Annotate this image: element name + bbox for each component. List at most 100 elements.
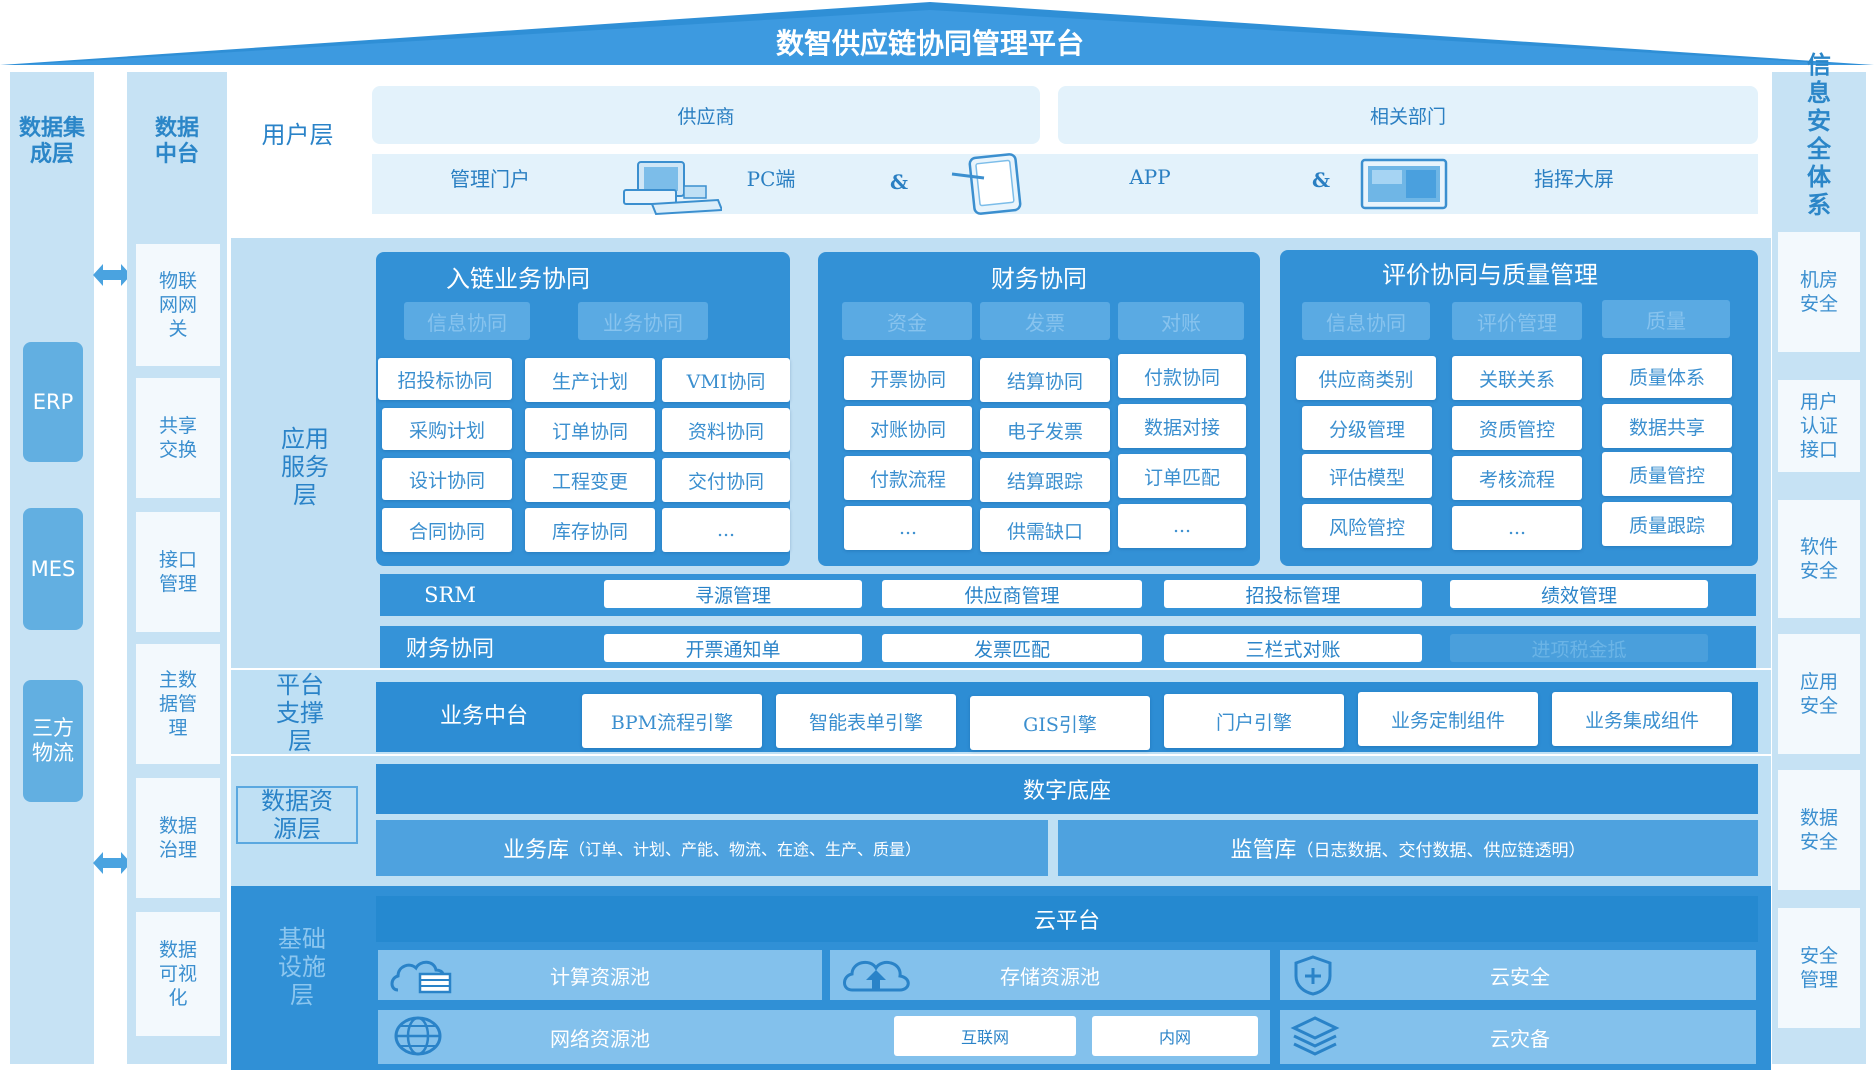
- engineering-change-button[interactable]: 工程变更: [525, 458, 655, 502]
- e-invoice-button[interactable]: 电子发票: [980, 408, 1110, 452]
- compute-pool-box[interactable]: [378, 950, 822, 1000]
- supply-gap-button[interactable]: 供需缺口: [980, 508, 1110, 552]
- related-dept-box[interactable]: 相关部门: [1058, 86, 1758, 144]
- performance-management-button[interactable]: 绩效管理: [1450, 580, 1708, 608]
- master-data-item[interactable]: 主数据管理: [136, 644, 220, 764]
- security-title: 信息安全体系: [1807, 51, 1831, 219]
- inventory-sync-button[interactable]: 库存协同: [525, 508, 655, 552]
- tab-reconcile[interactable]: 对账: [1118, 302, 1244, 340]
- tab-info-sync[interactable]: 信息协同: [404, 302, 530, 340]
- contract-sync-button[interactable]: 合同协同: [382, 508, 512, 552]
- disaster-recovery-box[interactable]: [1280, 1010, 1756, 1064]
- three-column-reconcile-button[interactable]: 三栏式对账: [1164, 634, 1422, 662]
- data-governance-item[interactable]: 数据治理: [136, 778, 220, 898]
- security-management-item[interactable]: 安全管理: [1778, 908, 1860, 1028]
- gis-engine-button[interactable]: GIS引擎: [970, 696, 1150, 750]
- settlement-sync-button[interactable]: 结算协同: [980, 358, 1110, 402]
- tender-sync-button[interactable]: 招投标协同: [378, 358, 512, 400]
- tender-management-button[interactable]: 招投标管理: [1164, 580, 1422, 608]
- cloud-security-box[interactable]: [1280, 950, 1756, 1000]
- evaluation-model-button[interactable]: 评估模型: [1302, 454, 1432, 498]
- srm-label: SRM: [424, 583, 476, 607]
- data-security-item[interactable]: 数据安全: [1778, 770, 1860, 890]
- quality-tracking-button[interactable]: 质量跟踪: [1602, 502, 1732, 546]
- group-chain-business-title: 入链业务协同: [446, 264, 590, 293]
- grading-button[interactable]: 分级管理: [1302, 406, 1432, 450]
- tab-info-sync[interactable]: 信息协同: [1302, 302, 1430, 340]
- software-security-item[interactable]: 软件安全: [1778, 500, 1860, 618]
- data-sharing-button[interactable]: 数据共享: [1602, 404, 1732, 448]
- tab-evaluation[interactable]: 评价管理: [1452, 302, 1582, 340]
- cloud-server-icon: [390, 960, 452, 994]
- vmi-sync-button[interactable]: VMI协同: [662, 358, 790, 402]
- portal-engine-button[interactable]: 门户引擎: [1164, 694, 1344, 748]
- delivery-sync-button[interactable]: 交付协同: [662, 458, 790, 502]
- bpm-engine-button[interactable]: BPM流程引擎: [582, 694, 762, 748]
- ampersand-2: &: [1311, 168, 1331, 192]
- business-db-box[interactable]: 业务库 （订单、计划、产能、物流、在途、生产、质量）: [376, 820, 1048, 876]
- more-button[interactable]: ...: [844, 506, 972, 550]
- mes-item[interactable]: MES: [23, 508, 83, 630]
- design-sync-button[interactable]: 设计协同: [382, 458, 512, 500]
- storage-pool-box[interactable]: [830, 950, 1270, 1000]
- digital-base-bar: 数字底座: [376, 764, 1758, 814]
- assessment-flow-button[interactable]: 考核流程: [1452, 456, 1582, 500]
- user-auth-interface-item[interactable]: 用户认证接口: [1778, 380, 1860, 472]
- double-arrow-icon: [93, 264, 131, 286]
- data-middle-title: 数据中台: [154, 116, 199, 167]
- procurement-plan-button[interactable]: 采购计划: [382, 408, 512, 450]
- payment-sync-button[interactable]: 付款协同: [1118, 354, 1246, 398]
- sourcing-button[interactable]: 寻源管理: [604, 580, 862, 608]
- portal-label: 管理门户: [450, 166, 530, 191]
- erp-item[interactable]: ERP: [23, 342, 83, 462]
- reconcile-sync-button[interactable]: 对账协同: [844, 406, 972, 450]
- cloud-platform-bar: 云平台: [376, 896, 1758, 942]
- group-evaluation-quality-title: 评价协同与质量管理: [1382, 260, 1598, 289]
- tab-invoice[interactable]: 发票: [980, 302, 1110, 340]
- supplier-category-button[interactable]: 供应商类别: [1296, 356, 1436, 400]
- iot-gateway-item[interactable]: 物联网网关: [136, 244, 220, 366]
- supplier-management-button[interactable]: 供应商管理: [882, 580, 1142, 608]
- tab-quality[interactable]: 质量: [1602, 300, 1730, 338]
- interface-management-item[interactable]: 接口管理: [136, 512, 220, 632]
- qualification-control-button[interactable]: 资质管控: [1452, 406, 1582, 450]
- supplier-box[interactable]: 供应商: [372, 86, 1040, 144]
- data-visualization-item[interactable]: 数据可视化: [136, 912, 220, 1036]
- production-plan-button[interactable]: 生产计划: [525, 358, 655, 402]
- intranet-button[interactable]: 内网: [1092, 1016, 1258, 1056]
- pc-label: PC端: [746, 166, 796, 191]
- data-docking-button[interactable]: 数据对接: [1118, 404, 1246, 448]
- custom-component-button[interactable]: 业务定制组件: [1358, 692, 1538, 746]
- order-match-button[interactable]: 订单匹配: [1118, 454, 1246, 498]
- tab-business-sync[interactable]: 业务协同: [578, 302, 708, 340]
- server-room-security-item[interactable]: 机房安全: [1778, 232, 1860, 352]
- more-button[interactable]: ...: [1452, 506, 1582, 550]
- platform-layer-label: 平台支撑层: [276, 671, 324, 755]
- quality-control-button[interactable]: 质量管控: [1602, 452, 1732, 496]
- invoice-notice-button[interactable]: 开票通知单: [604, 634, 862, 662]
- more-button[interactable]: ...: [662, 508, 790, 552]
- portal-bar: [372, 154, 1758, 214]
- integration-component-button[interactable]: 业务集成组件: [1552, 692, 1732, 746]
- smart-form-engine-button[interactable]: 智能表单引擎: [776, 694, 956, 748]
- supervision-db-box[interactable]: 监管库 （日志数据、交付数据、供应链透明）: [1058, 820, 1758, 876]
- document-sync-button[interactable]: 资料协同: [662, 408, 790, 452]
- invoice-match-button[interactable]: 发票匹配: [882, 634, 1142, 662]
- risk-control-button[interactable]: 风险管控: [1302, 504, 1432, 548]
- storage-pool-label: 存储资源池: [1000, 964, 1100, 989]
- quality-system-button[interactable]: 质量体系: [1602, 354, 1732, 398]
- relation-button[interactable]: 关联关系: [1452, 356, 1582, 400]
- settlement-tracking-button[interactable]: 结算跟踪: [980, 458, 1110, 502]
- invoicing-sync-button[interactable]: 开票协同: [844, 356, 972, 400]
- payment-flow-button[interactable]: 付款流程: [844, 456, 972, 500]
- input-tax-button[interactable]: 进项税金抵: [1450, 634, 1708, 662]
- tab-funds[interactable]: 资金: [842, 302, 972, 340]
- internet-button[interactable]: 互联网: [894, 1016, 1076, 1056]
- ampersand-1: &: [889, 170, 909, 194]
- more-button[interactable]: ...: [1118, 504, 1246, 548]
- order-sync-button[interactable]: 订单协同: [525, 408, 655, 452]
- shared-exchange-item[interactable]: 共享交换: [136, 378, 220, 498]
- third-party-logistics-item[interactable]: 三方物流: [23, 680, 83, 802]
- shield-icon: [1294, 955, 1332, 996]
- application-security-item[interactable]: 应用安全: [1778, 634, 1860, 754]
